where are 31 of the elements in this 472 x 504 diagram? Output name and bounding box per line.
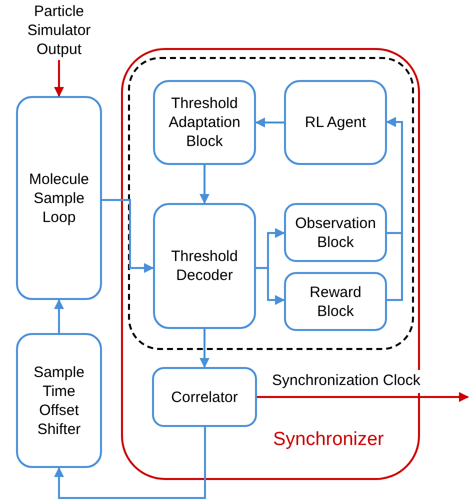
node-label: RL Agent [304,113,368,132]
arrow [200,165,210,204]
arrow [102,199,154,273]
output-arrow [257,392,469,402]
process-box [16,96,102,300]
process-box [153,203,256,329]
process-box [284,272,387,331]
dashed-group-box [128,57,414,350]
group-title: Synchronizer [273,428,384,452]
process-box [284,80,387,165]
node-label: Reward Block [308,282,362,320]
node-label: Threshold Decoder [170,247,239,285]
node-label: Molecule Sample Loop [28,170,90,226]
node-label: Sample Time Offset Shifter [32,362,86,438]
arrow [200,329,210,368]
node-label: Correlator [170,388,239,406]
node-label: Particle Simulator Output [26,2,92,58]
node-label: Observation Block [294,214,377,252]
arrow [386,117,403,301]
process-box [284,203,387,262]
edge-label: Synchronization Clock [272,370,420,392]
process-box [16,333,102,468]
process-box [153,80,256,165]
arrow [255,118,284,128]
arrow [54,299,64,333]
synchronizer-box [121,48,420,480]
arrow [256,267,285,305]
process-box [152,367,257,427]
arrow [54,427,206,499]
node-label: Threshold Adaptation Block [168,94,242,151]
arrow [54,60,64,97]
